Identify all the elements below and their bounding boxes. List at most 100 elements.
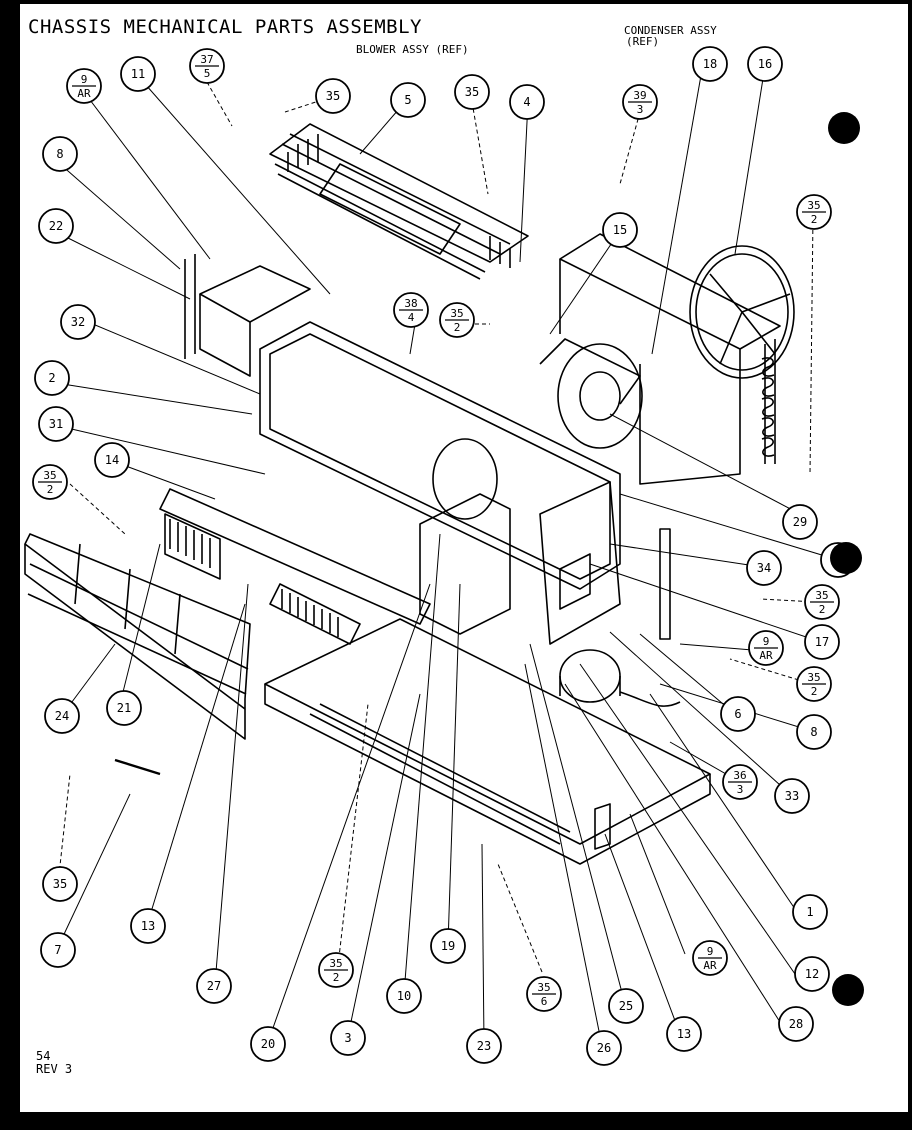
callout-2: 2 xyxy=(34,360,70,396)
callout-6: 6 xyxy=(720,696,756,732)
callout-5: 5 xyxy=(390,82,426,118)
callout-circle xyxy=(120,56,156,92)
callout-circle xyxy=(94,442,130,478)
callout-circle xyxy=(44,698,80,734)
callout-number: 8 xyxy=(810,725,817,739)
callout-number: 34 xyxy=(757,561,771,575)
callout-number: 29 xyxy=(793,515,807,529)
fan-motor xyxy=(557,343,643,449)
callout-1: 1 xyxy=(792,894,828,930)
callout-circle xyxy=(720,696,756,732)
callout-number: 13 xyxy=(141,919,155,933)
callout-35: 35 xyxy=(42,866,78,902)
callout-number: 16 xyxy=(758,57,772,71)
callout-circle xyxy=(315,78,351,114)
fan-blade xyxy=(689,245,795,379)
callout-quantity: 3 xyxy=(637,103,644,116)
callout-21: 21 xyxy=(106,690,142,726)
callout-number: 35 xyxy=(450,307,463,320)
callout-number: 38 xyxy=(404,297,417,310)
callout-34: 34 xyxy=(746,550,782,586)
callout-number: 31 xyxy=(49,417,63,431)
callout-7: 7 xyxy=(40,932,76,968)
callout-number: 24 xyxy=(55,709,69,723)
callout-number: 37 xyxy=(200,53,213,66)
callout-number: 36 xyxy=(733,769,746,782)
callout-35-2: 352 xyxy=(318,952,354,988)
callout-31: 31 xyxy=(38,406,74,442)
callout-number: 35 xyxy=(807,199,820,212)
blower-wheel-drawing xyxy=(269,123,529,280)
callout-number: 23 xyxy=(477,1039,491,1053)
callout-circle xyxy=(746,550,782,586)
callout-35-2: 352 xyxy=(439,302,475,338)
callout-35-2: 352 xyxy=(796,194,832,230)
callout-35-2: 352 xyxy=(32,464,68,500)
binder-hole xyxy=(828,112,860,144)
callout-35-2: 352 xyxy=(796,666,832,702)
callout-22: 22 xyxy=(38,208,74,244)
callout-3: 3 xyxy=(330,1020,366,1056)
callout-number: 13 xyxy=(677,1027,691,1041)
callout-circle xyxy=(454,74,490,110)
callout-9-ar: 9AR xyxy=(748,630,784,666)
callout-circle xyxy=(38,208,74,244)
callout-quantity: AR xyxy=(77,87,91,100)
callout-29: 29 xyxy=(782,504,818,540)
callout-number: 10 xyxy=(397,989,411,1003)
callout-number: 12 xyxy=(805,967,819,981)
callout-number: 18 xyxy=(703,57,717,71)
callout-circle xyxy=(386,978,422,1014)
callout-quantity: AR xyxy=(703,959,717,972)
callout-11: 11 xyxy=(120,56,156,92)
callout-number: 35 xyxy=(807,671,820,684)
callout-number: 9 xyxy=(763,635,770,648)
callout-37-5: 375 xyxy=(189,48,225,84)
callout-23: 23 xyxy=(466,1028,502,1064)
callout-number: 33 xyxy=(785,789,799,803)
callout-circle xyxy=(34,360,70,396)
callout-27: 27 xyxy=(196,968,232,1004)
callout-circle xyxy=(794,956,830,992)
callout-39-3: 393 xyxy=(622,84,658,120)
callout-circle xyxy=(196,968,232,1004)
callout-number: 17 xyxy=(815,635,829,649)
callout-quantity: AR xyxy=(759,649,773,662)
callout-quantity: 4 xyxy=(408,311,415,324)
callout-circle xyxy=(747,46,783,82)
callout-circle xyxy=(330,1020,366,1056)
callout-circle xyxy=(666,1016,702,1052)
callout-circle xyxy=(586,1030,622,1066)
callout-quantity: 6 xyxy=(541,995,548,1008)
callout-circle xyxy=(40,932,76,968)
callout-quantity: 5 xyxy=(204,67,211,80)
callout-35-2: 352 xyxy=(804,584,840,620)
callout-circle xyxy=(782,504,818,540)
callout-number: 9 xyxy=(707,945,714,958)
side-rail-right xyxy=(659,528,671,640)
exploded-view-drawing: 1137535535439318169AR8223238435215352231… xyxy=(24,46,856,1066)
callout-circle xyxy=(130,908,166,944)
callout-quantity: 2 xyxy=(47,483,54,496)
compressor xyxy=(559,649,621,703)
callout-number: 35 xyxy=(329,957,342,970)
diagram-sheet: CHASSIS MECHANICAL PARTS ASSEMBLY BLOWER… xyxy=(20,4,908,1112)
callout-number: 35 xyxy=(326,89,340,103)
callout-36-3: 363 xyxy=(722,764,758,800)
callout-14: 14 xyxy=(94,442,130,478)
front-grille-outline xyxy=(24,533,251,710)
callout-circle xyxy=(778,1006,814,1042)
callout-8: 8 xyxy=(42,136,78,172)
side-bracket-left xyxy=(184,254,196,359)
callout-circle xyxy=(42,866,78,902)
callout-circle xyxy=(692,46,728,82)
callout-number: 27 xyxy=(207,979,221,993)
callout-number: 20 xyxy=(261,1037,275,1051)
callout-number: 2 xyxy=(48,371,55,385)
callout-number: 32 xyxy=(71,315,85,329)
callout-number: 7 xyxy=(54,943,61,957)
callout-circle xyxy=(792,894,828,930)
binder-hole xyxy=(832,974,864,1006)
diagram-title: CHASSIS MECHANICAL PARTS ASSEMBLY xyxy=(28,16,422,38)
condenser-assy-ref-label-2: (REF) xyxy=(626,35,660,48)
